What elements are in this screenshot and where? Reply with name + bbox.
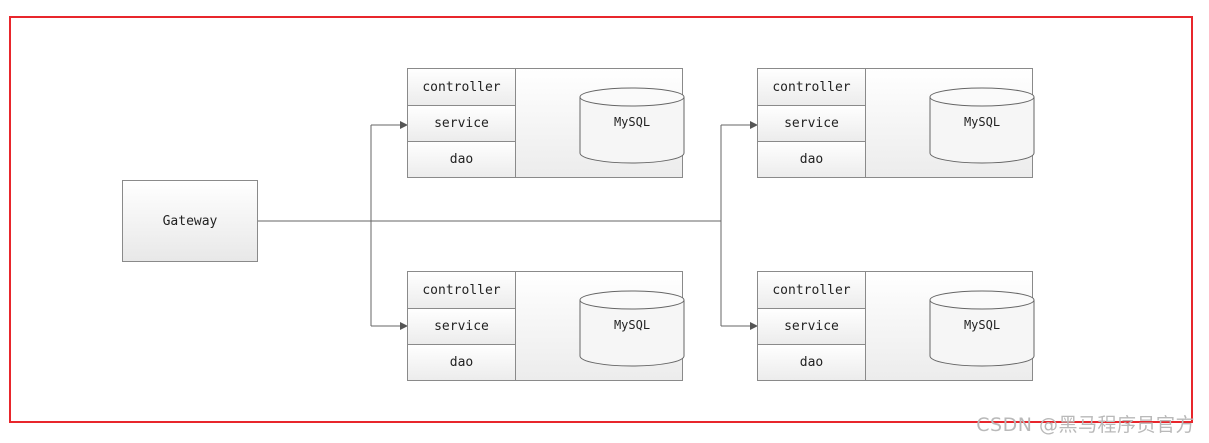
service-node: controller service dao MySQL [757,271,1035,381]
controller-layer: controller [408,69,515,106]
database-area: MySQL [516,272,685,380]
dao-layer: dao [758,345,865,380]
database-label: MySQL [613,318,651,332]
layer-stack: controller service dao [408,69,516,177]
gateway-label: Gateway [162,213,218,229]
service-layer: service [758,309,865,345]
database-label: MySQL [963,115,1001,129]
service-layer: service [408,106,515,142]
database-cylinder-icon [579,290,685,367]
controller-layer: controller [408,272,515,309]
database-label: MySQL [963,318,1001,332]
database-area: MySQL [866,272,1035,380]
database-cylinder-icon [579,87,685,164]
layer-stack: controller service dao [758,69,866,177]
database-cylinder-icon [929,87,1035,164]
diagram-frame [9,16,1193,423]
layer-stack: controller service dao [758,272,866,380]
watermark: CSDN @黑马程序员官方 [976,414,1195,436]
service-node: controller service dao MySQL [757,68,1035,178]
controller-layer: controller [758,69,865,106]
service-node: controller service dao MySQL [407,271,685,381]
database-label: MySQL [613,115,651,129]
dao-layer: dao [758,142,865,177]
dao-layer: dao [408,345,515,380]
dao-layer: dao [408,142,515,177]
service-layer: service [408,309,515,345]
database-area: MySQL [516,69,685,177]
controller-layer: controller [758,272,865,309]
database-cylinder-icon [929,290,1035,367]
gateway-node: Gateway [122,180,258,262]
layer-stack: controller service dao [408,272,516,380]
database-area: MySQL [866,69,1035,177]
service-layer: service [758,106,865,142]
service-node: controller service dao MySQL [407,68,685,178]
